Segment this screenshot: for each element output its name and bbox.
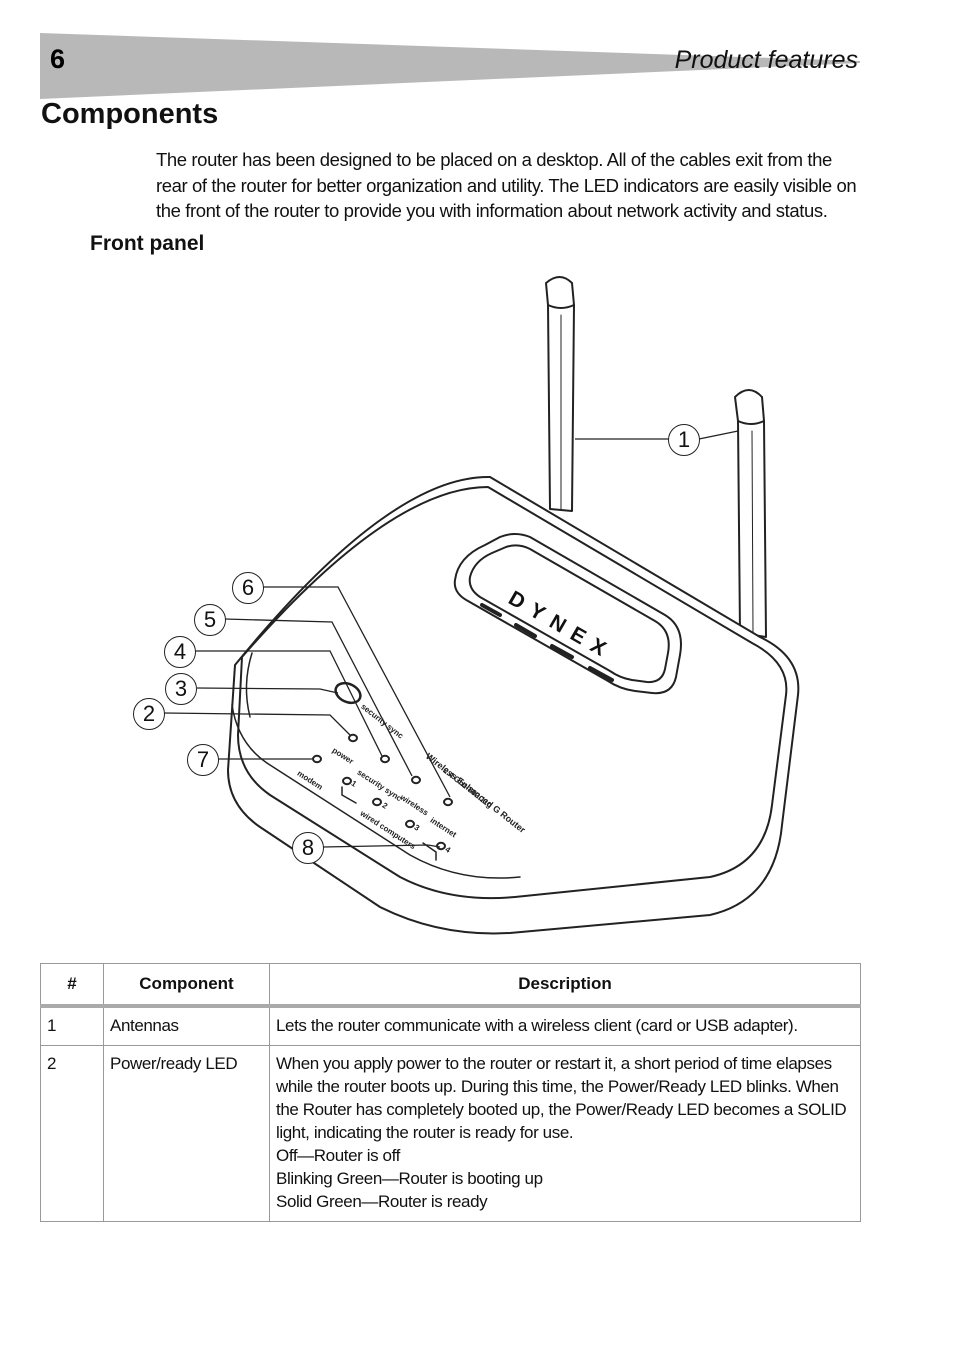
callout-4: 4 <box>164 636 196 668</box>
router-illustration <box>163 276 800 935</box>
row-number: 2 <box>40 1045 104 1222</box>
header-component: Component <box>103 963 270 1008</box>
callout-5: 5 <box>194 604 226 636</box>
row-component: Antennas <box>103 1005 270 1046</box>
page-title: Components <box>41 98 219 130</box>
row-component: Power/ready LED <box>103 1045 270 1222</box>
callout-8: 8 <box>292 832 324 864</box>
callout-6: 6 <box>232 572 264 604</box>
section-header: Product features <box>674 46 858 74</box>
callout-7: 7 <box>187 744 219 776</box>
front-panel-heading: Front panel <box>90 232 205 255</box>
header-band <box>40 33 860 99</box>
intro-paragraph: The router has been designed to be place… <box>156 149 857 221</box>
table-row: 1 Antennas Lets the router communicate w… <box>40 1005 861 1046</box>
header-description: Description <box>269 963 861 1008</box>
description-line: Off—Router is off <box>276 1146 400 1165</box>
description-line: Lets the router communicate with a wirel… <box>276 1016 798 1035</box>
table-header-row: # Component Description <box>40 963 861 1008</box>
callout-1: 1 <box>668 424 700 456</box>
page-number: 6 <box>50 44 66 74</box>
components-table: # Component Description 1 Antennas Lets … <box>40 963 861 1222</box>
row-number: 1 <box>40 1005 104 1046</box>
description-line: When you apply power to the router or re… <box>276 1054 847 1142</box>
callout-2: 2 <box>133 698 165 730</box>
row-description: Lets the router communicate with a wirel… <box>269 1005 861 1046</box>
description-line: Solid Green—Router is ready <box>276 1192 488 1211</box>
table-row: 2 Power/ready LED When you apply power t… <box>40 1045 861 1222</box>
header-number: # <box>40 963 104 1008</box>
description-line: Blinking Green—Router is booting up <box>276 1169 543 1188</box>
callout-3: 3 <box>165 673 197 705</box>
router-front-panel-figure: 1 6 5 4 3 2 7 8 DYNEX Wireless Enhanced … <box>120 265 820 945</box>
row-description: When you apply power to the router or re… <box>269 1045 861 1222</box>
